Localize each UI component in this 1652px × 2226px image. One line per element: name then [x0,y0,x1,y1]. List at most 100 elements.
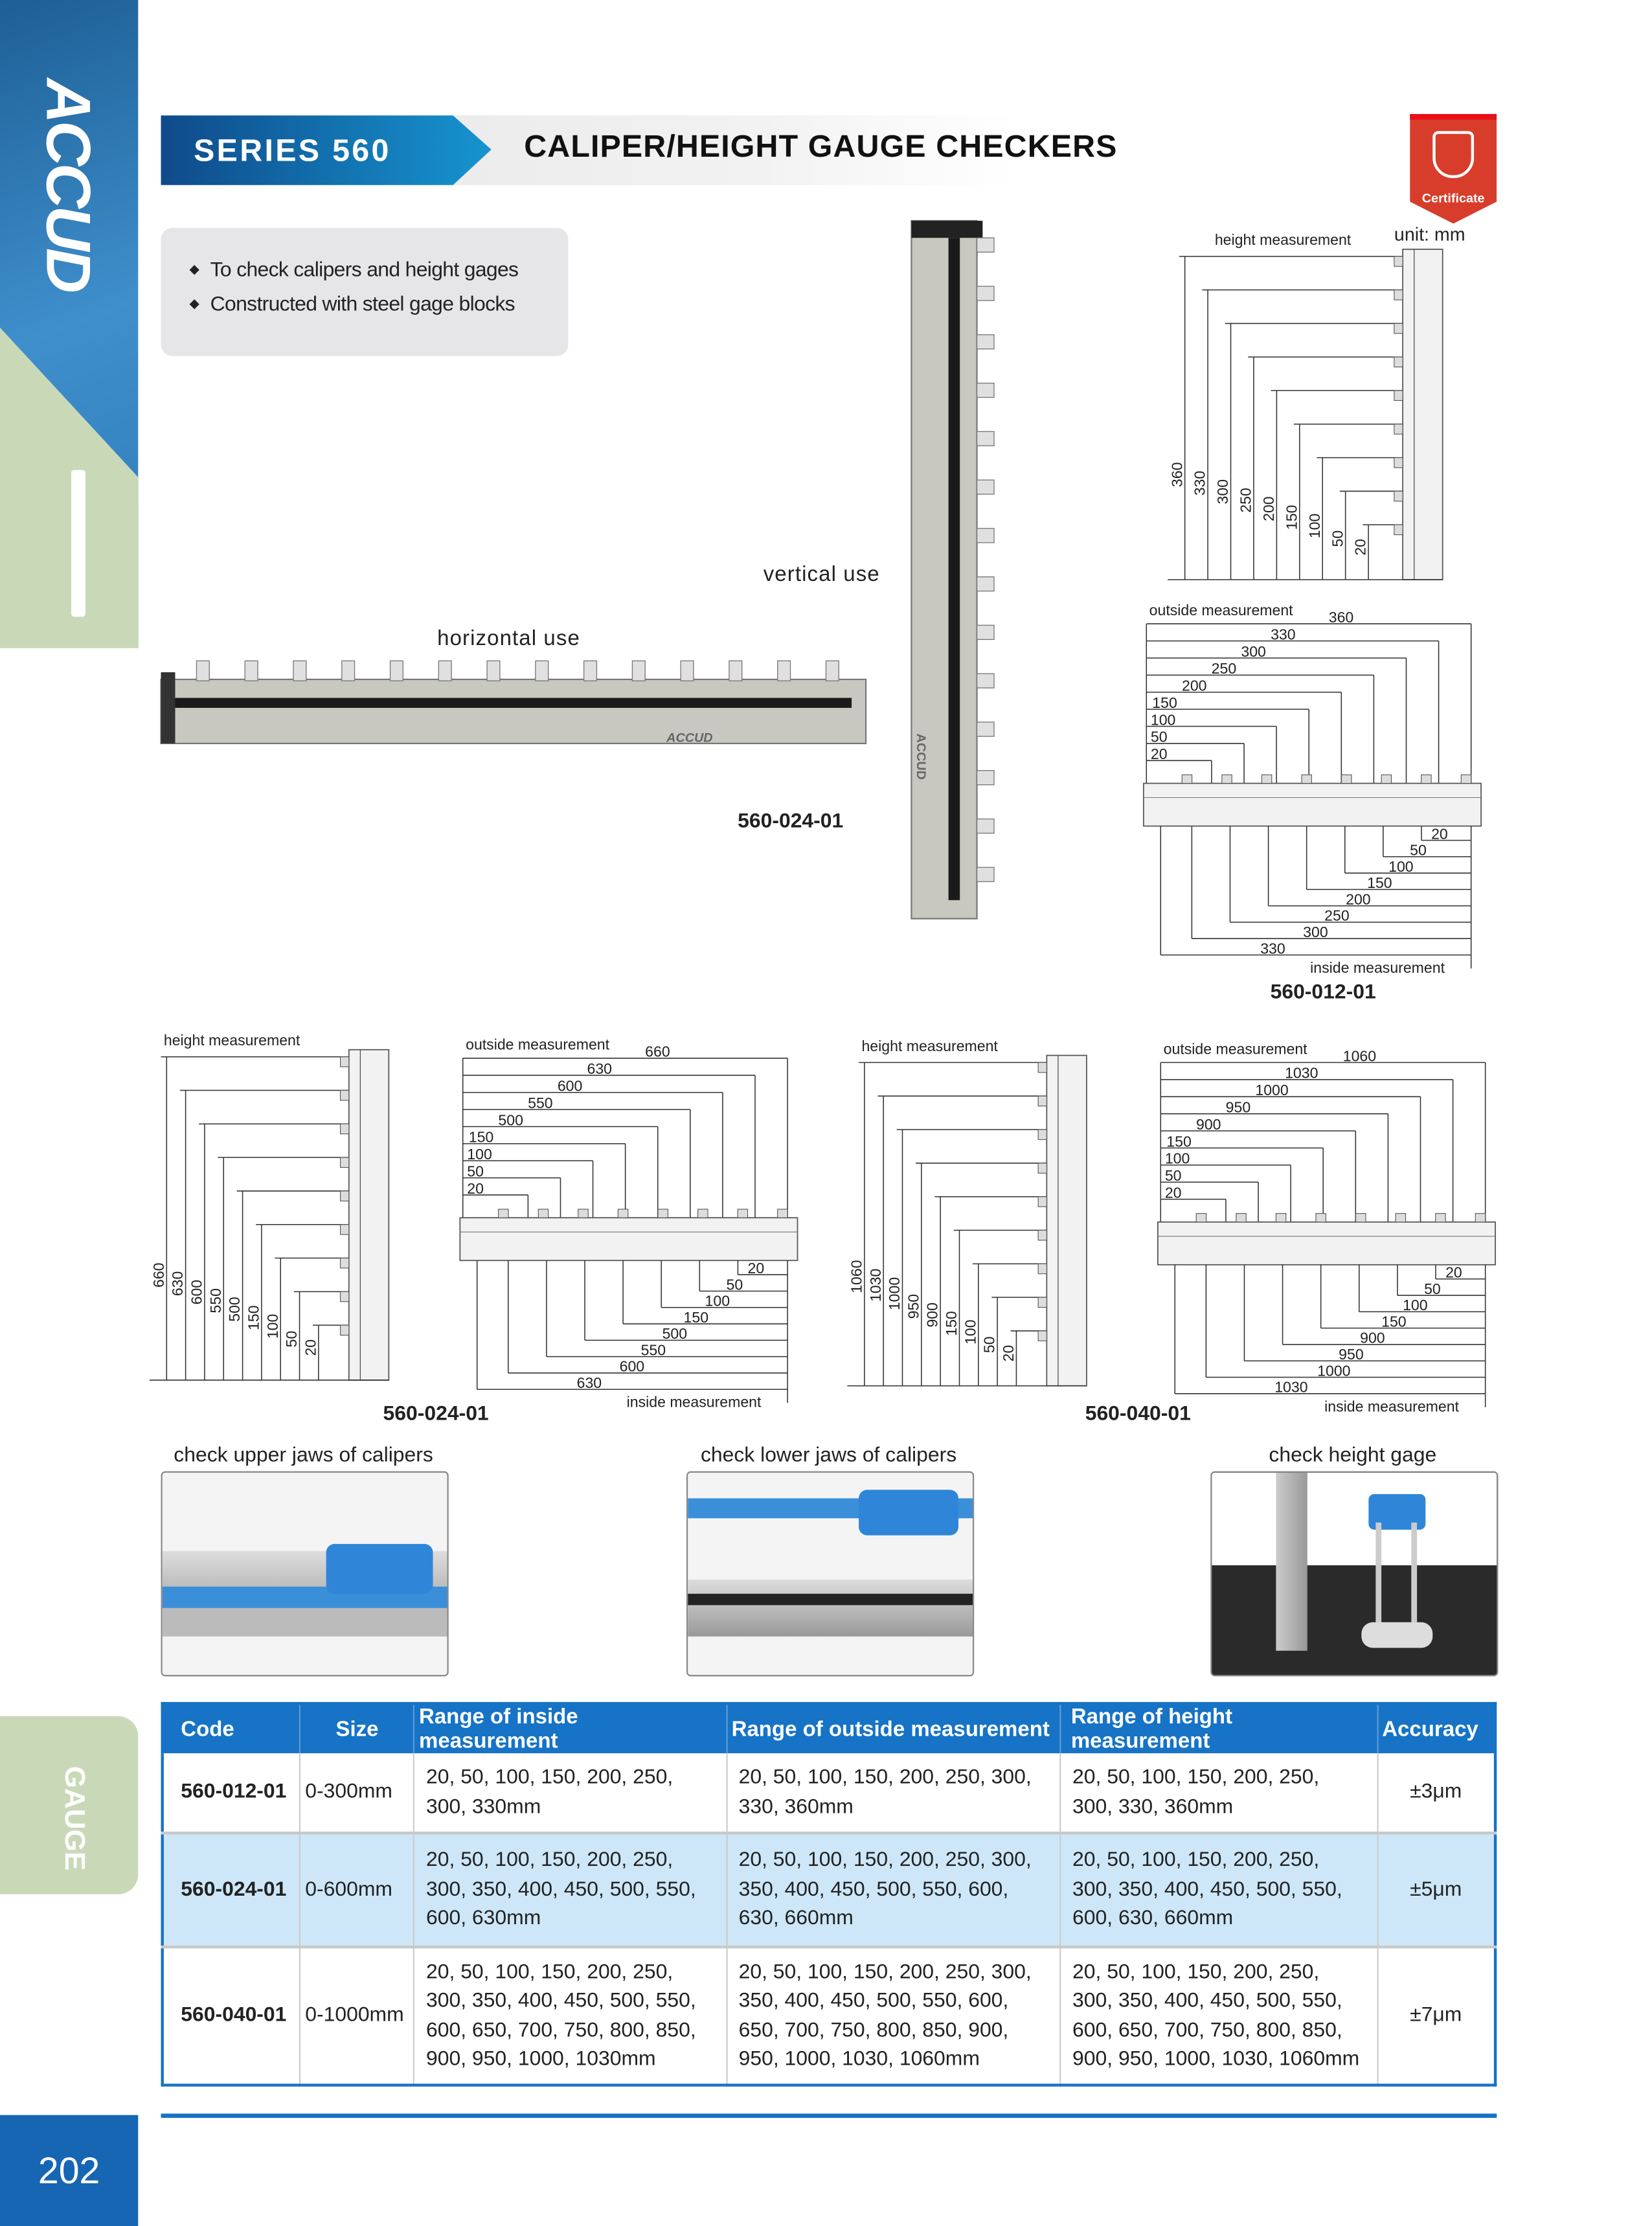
gage-jaw [438,660,452,681]
inside-value-label: 1000 [1317,1362,1350,1379]
column-header: Code [162,1703,301,1754]
gage-block [1355,1213,1366,1223]
outside-value-label: 630 [587,1060,613,1077]
height-value-label: 660 [150,1262,167,1288]
gage-jaw [976,479,995,495]
accuracy-cell: ±3μm [1410,1780,1462,1804]
gage-jaw [486,660,501,681]
height-value-label: 900 [924,1302,941,1328]
height-value-label: 950 [905,1294,922,1319]
height-value-label: 1060 [848,1260,865,1293]
checker-bar [459,1217,798,1262]
gage-block [1037,1062,1047,1073]
gage-jaw [196,660,210,681]
inside-measurement-title: inside measurement [1310,959,1445,976]
checker-body [160,678,867,745]
outside-value-label: 150 [469,1129,494,1146]
unit-label: unit: mm [1394,223,1465,245]
inside-value-label: 20 [1431,825,1448,842]
height-range-cell: 20, 50, 100, 150, 200, 250, 300, 350, 40… [1060,1945,1378,2085]
inside-value-label: 100 [705,1293,730,1310]
outside-value-label: 200 [1182,677,1207,694]
inside-measurement-title: inside measurement [1324,1398,1459,1414]
series-label: SERIES 560 [161,115,492,185]
outside-value-label: 50 [467,1163,484,1179]
gage-block [1037,1129,1047,1141]
inside-value-label: 20 [748,1260,765,1277]
outside-value-label: 1030 [1285,1065,1318,1082]
gage-jaw [976,576,995,592]
outside-value-label: 20 [467,1180,484,1197]
inside-value-label: 50 [1424,1280,1441,1297]
checker-bar [348,1049,390,1381]
column-header: Range of height measurement [1060,1703,1378,1754]
size-cell: 0-1000mm [300,1945,415,2085]
accuracy-cell: ±7μm [1377,1945,1496,2085]
gage-block [1037,1297,1047,1308]
outside-value-label: 50 [1165,1167,1182,1184]
gage-block [777,1209,788,1218]
gage-block [1195,1213,1207,1223]
gage-jaw [976,382,995,398]
feature-item: To check calipers and height gages [189,259,568,282]
gage-block [1181,774,1193,784]
outside-value-label: 500 [498,1111,523,1128]
inside-value-label: 1030 [1274,1379,1307,1396]
gage-block [1394,323,1403,334]
gage-jaw [777,660,791,681]
outside-range-cell: 20, 50, 100, 150, 200, 250, 300, 350, 40… [726,1832,1061,1948]
inside-measurement-title: inside measurement [627,1394,762,1411]
height-value-label: 300 [1214,479,1231,505]
gage-jaw [825,660,839,681]
height-value-label: 50 [981,1336,998,1353]
height-value-label: 330 [1192,471,1208,496]
height-value-label: 1030 [867,1269,884,1302]
gage-block [1037,1330,1047,1341]
inside-value-label: 330 [1260,940,1285,957]
gage-block [340,1089,350,1101]
inside-value-label: 500 [662,1325,688,1342]
inside-value-label: 150 [1381,1313,1407,1330]
gage-block [1460,774,1472,784]
code-cell: 560-012-01 [162,1753,301,1834]
caliper-checker-icon [71,470,85,617]
vertical-checker-image: ACCUD [911,220,995,920]
gage-jaw [293,660,307,681]
outside-value-label: 550 [528,1095,553,1111]
page-title: CALIPER/HEIGHT GAUGE CHECKERS [524,128,1118,164]
outside-value-label: 330 [1271,626,1296,642]
outside-measurement-title: outside measurement [1164,1040,1308,1057]
outside-value-label: 660 [645,1043,670,1060]
height-value-label: 100 [962,1319,979,1345]
gage-jaw [976,770,995,786]
outside-measurement-title: outside measurement [1149,602,1294,619]
inside-range-cell: 20, 50, 100, 150, 200, 250, 300, 350, 40… [414,1945,728,2085]
column-header: Range of outside measurement [726,1703,1061,1754]
outside-value-label: 1000 [1255,1082,1288,1098]
column-header: Range of inside measurement [414,1703,728,1754]
inside-value-label: 550 [641,1341,666,1358]
inside-value-label: 150 [684,1309,709,1326]
height-value-label: 600 [188,1280,205,1305]
gage-jaw [341,660,356,681]
height-range-cell: 20, 50, 100, 150, 200, 250, 300, 350, 40… [1060,1832,1378,1948]
gage-jaw [976,237,995,253]
outside-range-cell: 20, 50, 100, 150, 200, 250, 300, 330, 36… [726,1753,1061,1834]
end-cap [161,672,175,744]
vertical-use-label: vertical use [763,562,880,587]
section-tab-label: GAUGE [58,1766,90,1871]
height-value-label: 500 [226,1297,243,1322]
outside-value-label: 100 [467,1146,492,1163]
gage-block [1394,490,1403,502]
gage-block [1221,774,1232,784]
gage-jaw [976,867,995,882]
outside-value-label: 1060 [1343,1047,1376,1064]
gage-block [1394,457,1403,468]
height-value-label: 20 [1000,1345,1017,1362]
height-value-label: 630 [169,1271,186,1297]
diagram-code: 560-024-01 [383,1403,489,1426]
height-value-label: 150 [943,1311,960,1336]
